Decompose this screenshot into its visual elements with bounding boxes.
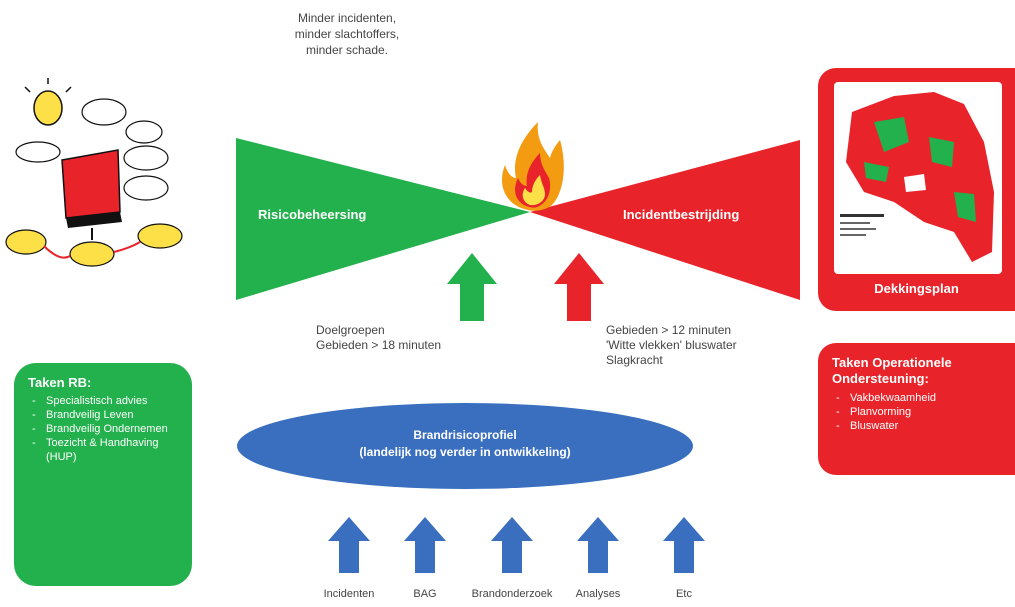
input-arrow-incidenten [328,517,370,573]
dekkingsplan-panel: Dekkingsplan [818,68,1015,311]
input-label-brandonderzoek: Brandonderzoek [471,588,553,600]
goal-line: minder slachtoffers, [294,27,400,41]
list-item: Planvorming [832,405,1005,419]
brandrisicoprofiel-title: Brandrisicoprofiel [413,428,517,442]
list-item: Brandveilig Leven [28,408,178,422]
risk-illustration [5,78,183,267]
input-label-incidenten: Incidenten [323,588,375,600]
taken-rb-list: Specialistisch advies Brandveilig Leven … [28,394,178,464]
doelgroepen-note: Doelgroepen Gebieden > 18 minuten [316,323,441,353]
list-item: Toezicht & Handhaving (HUP) [28,436,178,464]
incidentbestrijding-label: Incidentbestrijding [623,207,740,222]
input-label-bag: BAG [413,588,437,600]
gebieden-note: Gebieden > 12 minuten 'Witte vlekken' bl… [606,323,737,368]
taken-rb-title: Taken RB: [28,375,92,390]
list-item: Brandveilig Ondernemen [28,422,178,436]
taken-oo-box: Taken Operationele Ondersteuning: Vakbek… [818,343,1015,475]
list-item: Specialistisch advies [28,394,178,408]
input-label-analyses: Analyses [575,588,621,600]
note-line: Slagkracht [606,353,663,367]
green-up-arrow [447,253,497,321]
flame-icon [501,122,564,211]
note-line: 'Witte vlekken' bluswater [606,338,737,352]
goal-line: Minder incidenten, [297,11,397,25]
list-item: Bluswater [832,419,1005,433]
input-label-etc: Etc [676,588,692,600]
input-arrow-brandonderzoek [491,517,533,573]
incidentbestrijding-triangle [530,140,800,300]
goal-text: Minder incidenten, minder slachtoffers, … [262,10,432,58]
goal-line: minder schade. [305,43,389,57]
risicobeheersing-triangle [236,138,530,300]
red-up-arrow [554,253,604,321]
brandrisicoprofiel-text: Brandrisicoprofiel (landelijk nog verder… [240,427,690,461]
input-arrow-etc [663,517,705,573]
input-arrow-bag [404,517,446,573]
taken-oo-list: Vakbekwaamheid Planvorming Bluswater [832,391,1005,433]
brandrisicoprofiel-subtitle: (landelijk nog verder in ontwikkeling) [359,445,571,459]
taken-oo-title: Taken Operationele Ondersteuning: [832,355,952,386]
dekkingsplan-label: Dekkingsplan [874,281,959,296]
taken-rb-box: Taken RB: Specialistisch advies Brandvei… [14,363,192,586]
brandrisicoprofiel-ellipse [237,403,693,489]
note-line: Gebieden > 12 minuten [606,323,732,337]
risicobeheersing-label: Risicobeheersing [258,207,367,222]
list-item: Vakbekwaamheid [832,391,1005,405]
note-line: Gebieden > 18 minuten [316,338,442,352]
input-arrow-analyses [577,517,619,573]
coverage-map [834,82,1002,274]
note-line: Doelgroepen [316,323,385,337]
